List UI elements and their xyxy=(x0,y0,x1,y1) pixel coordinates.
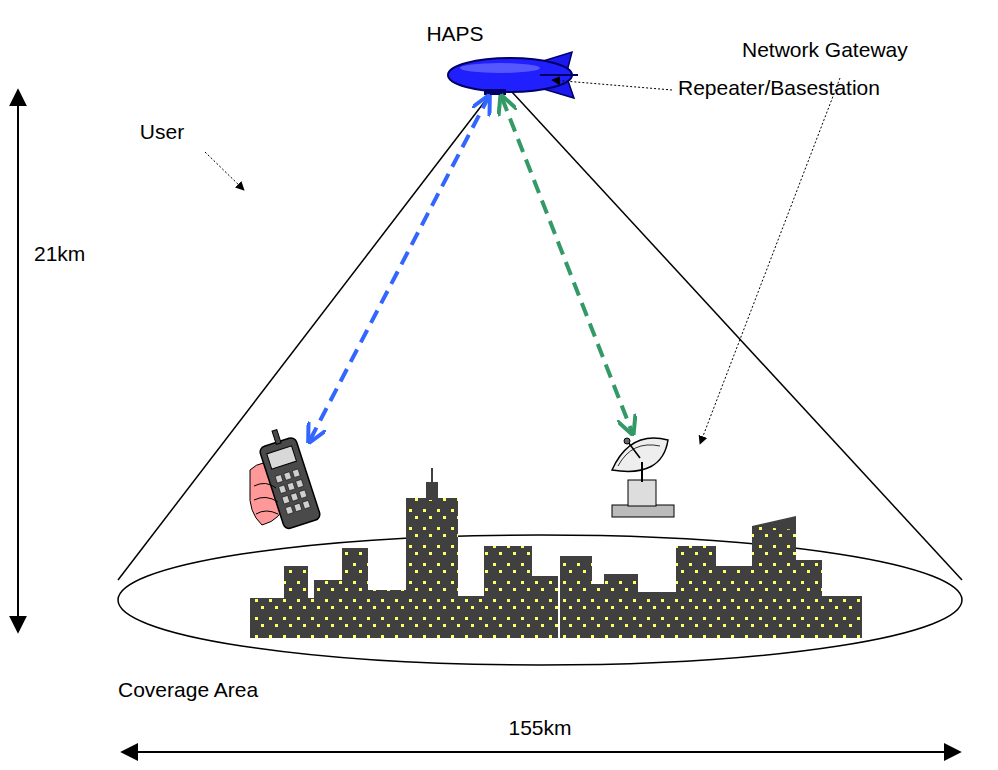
leader-line xyxy=(552,80,672,90)
dimension-label: 21km xyxy=(34,242,85,266)
title-label: HAPS xyxy=(426,22,483,46)
gateway-link xyxy=(502,98,632,432)
city-skyline xyxy=(250,468,862,638)
user-link xyxy=(310,98,488,440)
haps-airship xyxy=(448,52,578,98)
coverage-cone xyxy=(512,92,962,580)
dimension-label: 155km xyxy=(508,716,571,740)
leader-line xyxy=(205,152,244,190)
area-label: Coverage Area xyxy=(118,678,258,702)
height-dimension xyxy=(17,90,19,632)
user-phone xyxy=(250,425,322,530)
gateway-dish xyxy=(612,438,674,517)
width-dimension xyxy=(122,751,960,753)
callout-label: User xyxy=(140,120,184,144)
coverage-ellipse xyxy=(118,535,962,665)
callout-label: Repeater/Basestation xyxy=(678,76,880,100)
leader-line xyxy=(700,78,840,444)
callout-label: Network Gateway xyxy=(742,38,908,62)
